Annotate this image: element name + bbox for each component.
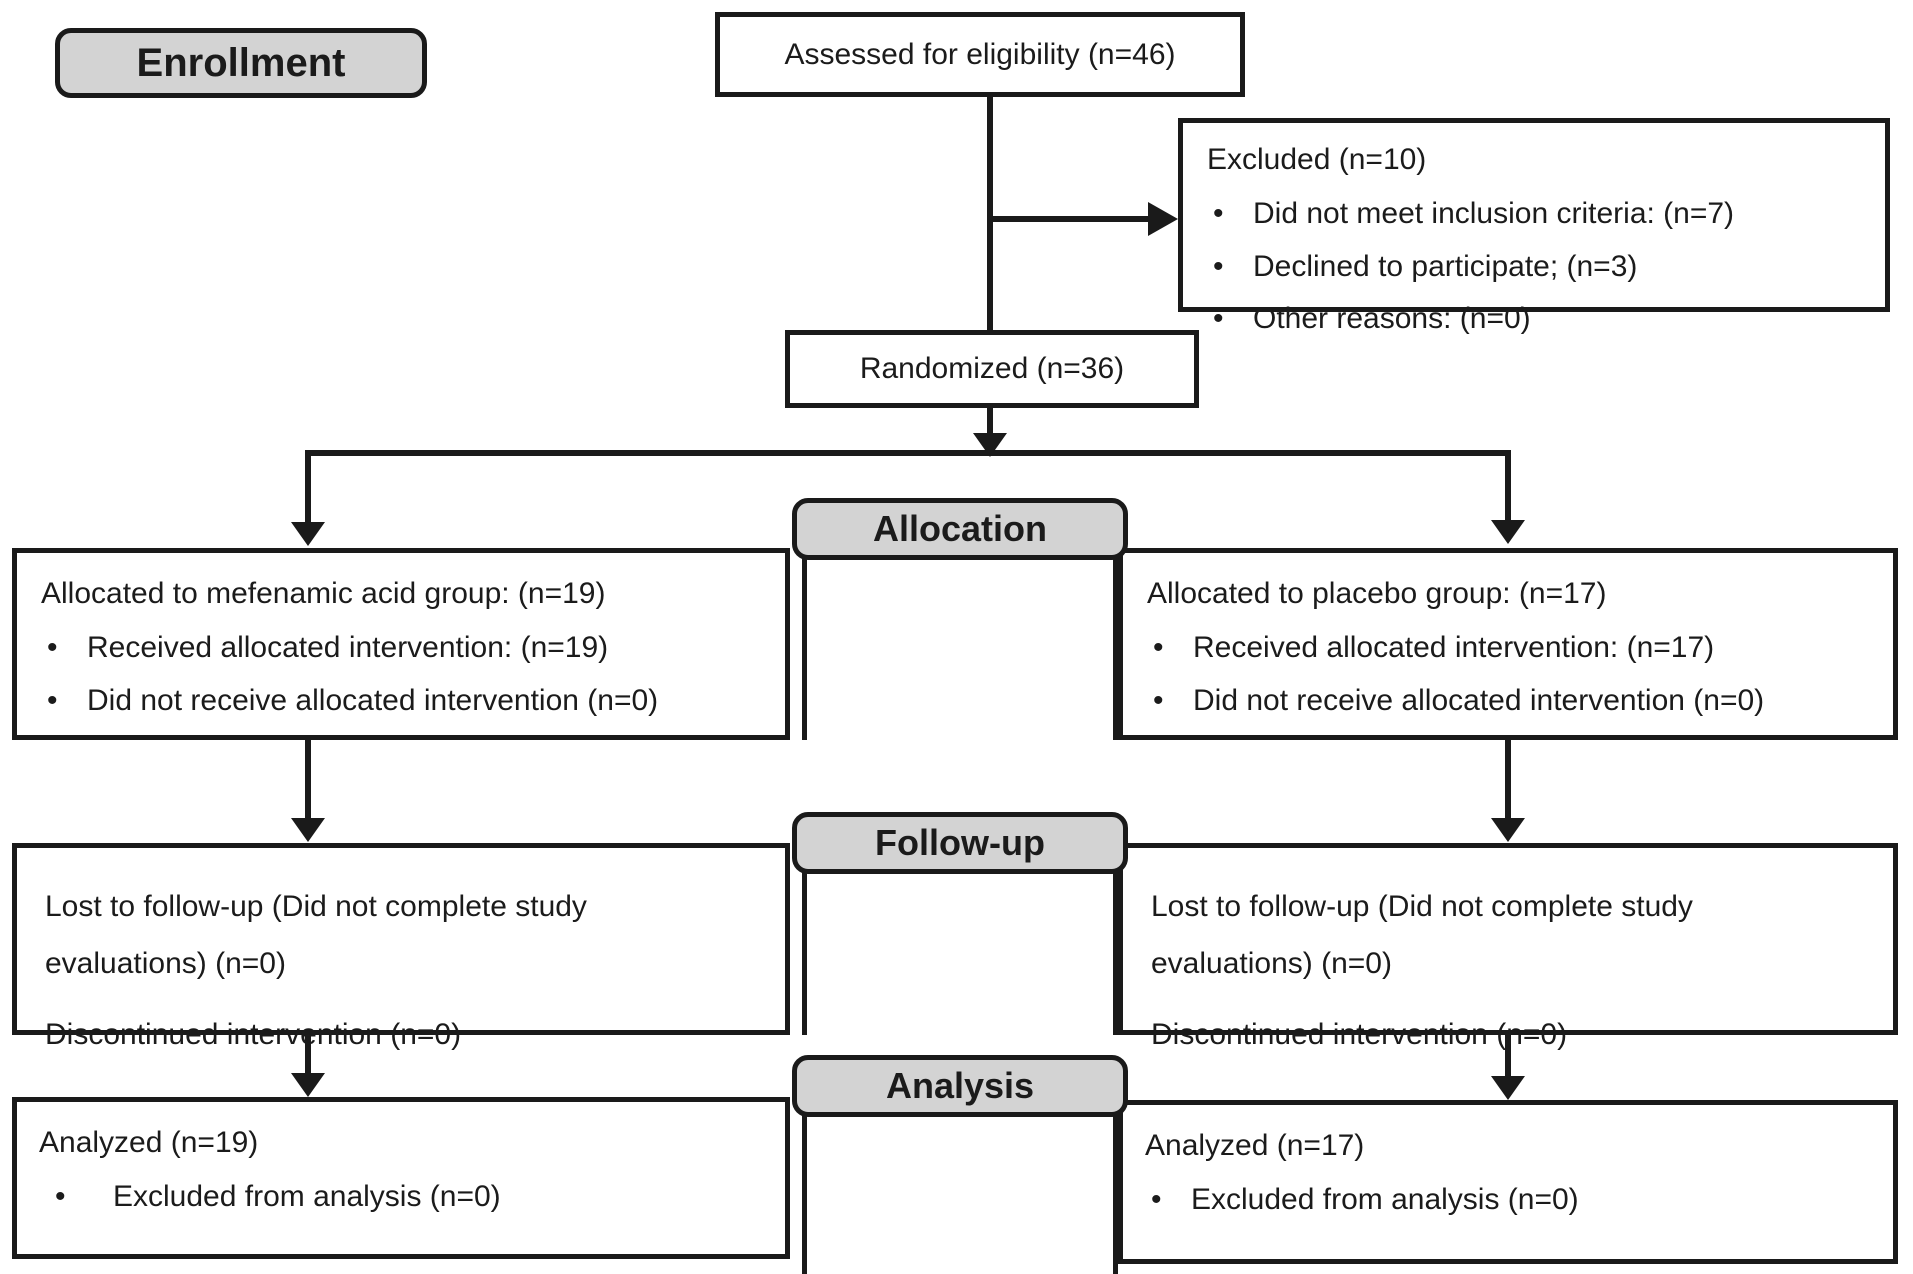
list-item: • Excluded from analysis (n=0) bbox=[39, 1175, 765, 1219]
bullet-icon: • bbox=[1213, 249, 1224, 283]
connector-assessed-to-randomized bbox=[987, 97, 993, 330]
analysis-right-title: Analyzed (n=17) bbox=[1145, 1129, 1365, 1162]
bullet-icon: • bbox=[47, 631, 58, 664]
allocation-right-title: Allocated to placebo group: (n=17) bbox=[1147, 577, 1607, 610]
list-item: • Declined to participate; (n=3) bbox=[1207, 245, 1865, 289]
arrowhead-down-icon bbox=[973, 433, 1007, 457]
bullet-icon: • bbox=[55, 1180, 66, 1213]
allocation-left-bullet-1: Received allocated intervention: (n=19) bbox=[87, 631, 609, 664]
allocation-right-box: Allocated to placebo group: (n=17) • Rec… bbox=[1118, 548, 1898, 740]
arrowhead-down-icon bbox=[291, 818, 325, 842]
excluded-bullet-1: Did not meet inclusion criteria: (n=7) bbox=[1253, 197, 1735, 230]
allocation-left-title: Allocated to mefenamic acid group: (n=19… bbox=[41, 577, 606, 610]
connector-allocleft-to-followup bbox=[305, 740, 311, 819]
followup-left-line-1: Lost to follow-up (Did not complete stud… bbox=[45, 890, 587, 980]
excluded-bullet-2: Declined to participate; (n=3) bbox=[1253, 249, 1638, 283]
connector-to-excluded bbox=[987, 216, 1148, 222]
allocation-center-column bbox=[802, 556, 1118, 740]
allocation-left-bullet-2: Did not receive allocated intervention (… bbox=[87, 683, 659, 717]
allocation-stage-label-text: Allocation bbox=[872, 508, 1047, 549]
arrowhead-down-icon bbox=[1491, 520, 1525, 544]
followup-right-line-1: Lost to follow-up (Did not complete stud… bbox=[1151, 890, 1693, 980]
followup-left-box: Lost to follow-up (Did not complete stud… bbox=[12, 843, 790, 1051]
list-item: • Did not receive allocated intervention… bbox=[41, 679, 765, 723]
followup-stage-label: Follow-up bbox=[792, 812, 1128, 874]
list-item: • Received allocated intervention: (n=17… bbox=[1147, 626, 1873, 670]
bullet-icon: • bbox=[1151, 1183, 1162, 1216]
connector-randomized-down bbox=[987, 408, 993, 434]
arrowhead-down-icon bbox=[1491, 1076, 1525, 1100]
followup-center-column bbox=[802, 870, 1118, 1035]
followup-left-line-2: Discontinued intervention (n=0) bbox=[45, 1018, 462, 1051]
excluded-title: Excluded (n=10) bbox=[1207, 143, 1427, 176]
bullet-icon: • bbox=[47, 683, 58, 717]
analysis-left-bullet-1: Excluded from analysis (n=0) bbox=[113, 1180, 501, 1213]
bullet-icon: • bbox=[1153, 631, 1164, 664]
connector-fuleft-to-analysis bbox=[305, 1035, 311, 1074]
enrollment-stage-label: Enrollment bbox=[55, 28, 427, 98]
analysis-center-column bbox=[802, 1113, 1118, 1274]
excluded-bullet-3: Other reasons: (n=0) bbox=[1253, 302, 1531, 335]
assessed-box: Assessed for eligibility (n=46) bbox=[715, 12, 1245, 97]
connector-split-right-down bbox=[1505, 450, 1511, 521]
followup-stage-label-text: Follow-up bbox=[875, 822, 1045, 863]
connector-split-line bbox=[305, 450, 1511, 456]
bullet-icon: • bbox=[1153, 683, 1164, 717]
arrowhead-down-icon bbox=[291, 522, 325, 546]
bullet-icon: • bbox=[1213, 197, 1224, 230]
followup-right-line-2: Discontinued intervention (n=0) bbox=[1151, 1018, 1568, 1051]
connector-split-left-down bbox=[305, 450, 311, 523]
list-item: • Other reasons: (n=0) bbox=[1207, 297, 1865, 341]
bullet-icon: • bbox=[1213, 302, 1224, 335]
arrowhead-down-icon bbox=[1491, 818, 1525, 842]
analysis-stage-label: Analysis bbox=[792, 1055, 1128, 1117]
connector-furight-to-analysis bbox=[1505, 1035, 1511, 1077]
analysis-left-box: Analyzed (n=19) • Excluded from analysis… bbox=[12, 1097, 790, 1259]
list-item: • Received allocated intervention: (n=19… bbox=[41, 626, 765, 670]
excluded-box: Excluded (n=10) • Did not meet inclusion… bbox=[1178, 118, 1890, 335]
followup-right-box: Lost to follow-up (Did not complete stud… bbox=[1118, 843, 1898, 1051]
list-item: • Did not receive allocated intervention… bbox=[1147, 679, 1873, 723]
connector-allocright-to-followup bbox=[1505, 737, 1511, 819]
analysis-right-box: Analyzed (n=17) • Excluded from analysis… bbox=[1118, 1100, 1898, 1264]
assessed-box-text: Assessed for eligibility (n=46) bbox=[784, 37, 1176, 71]
list-item: • Excluded from analysis (n=0) bbox=[1145, 1178, 1873, 1222]
enrollment-stage-label-text: Enrollment bbox=[136, 40, 346, 85]
randomized-box: Randomized (n=36) bbox=[785, 330, 1199, 408]
allocation-right-bullet-2: Did not receive allocated intervention (… bbox=[1193, 683, 1765, 717]
allocation-stage-label: Allocation bbox=[792, 498, 1128, 560]
allocation-right-bullet-1: Received allocated intervention: (n=17) bbox=[1193, 631, 1715, 664]
arrowhead-right-icon bbox=[1148, 202, 1178, 236]
analysis-stage-label-text: Analysis bbox=[885, 1065, 1035, 1106]
randomized-box-text: Randomized (n=36) bbox=[859, 352, 1125, 385]
list-item: • Did not meet inclusion criteria: (n=7) bbox=[1207, 192, 1865, 236]
arrowhead-down-icon bbox=[291, 1073, 325, 1097]
analysis-left-title: Analyzed (n=19) bbox=[39, 1126, 259, 1159]
allocation-left-box: Allocated to mefenamic acid group: (n=19… bbox=[12, 548, 790, 740]
analysis-right-bullet-1: Excluded from analysis (n=0) bbox=[1191, 1183, 1579, 1216]
